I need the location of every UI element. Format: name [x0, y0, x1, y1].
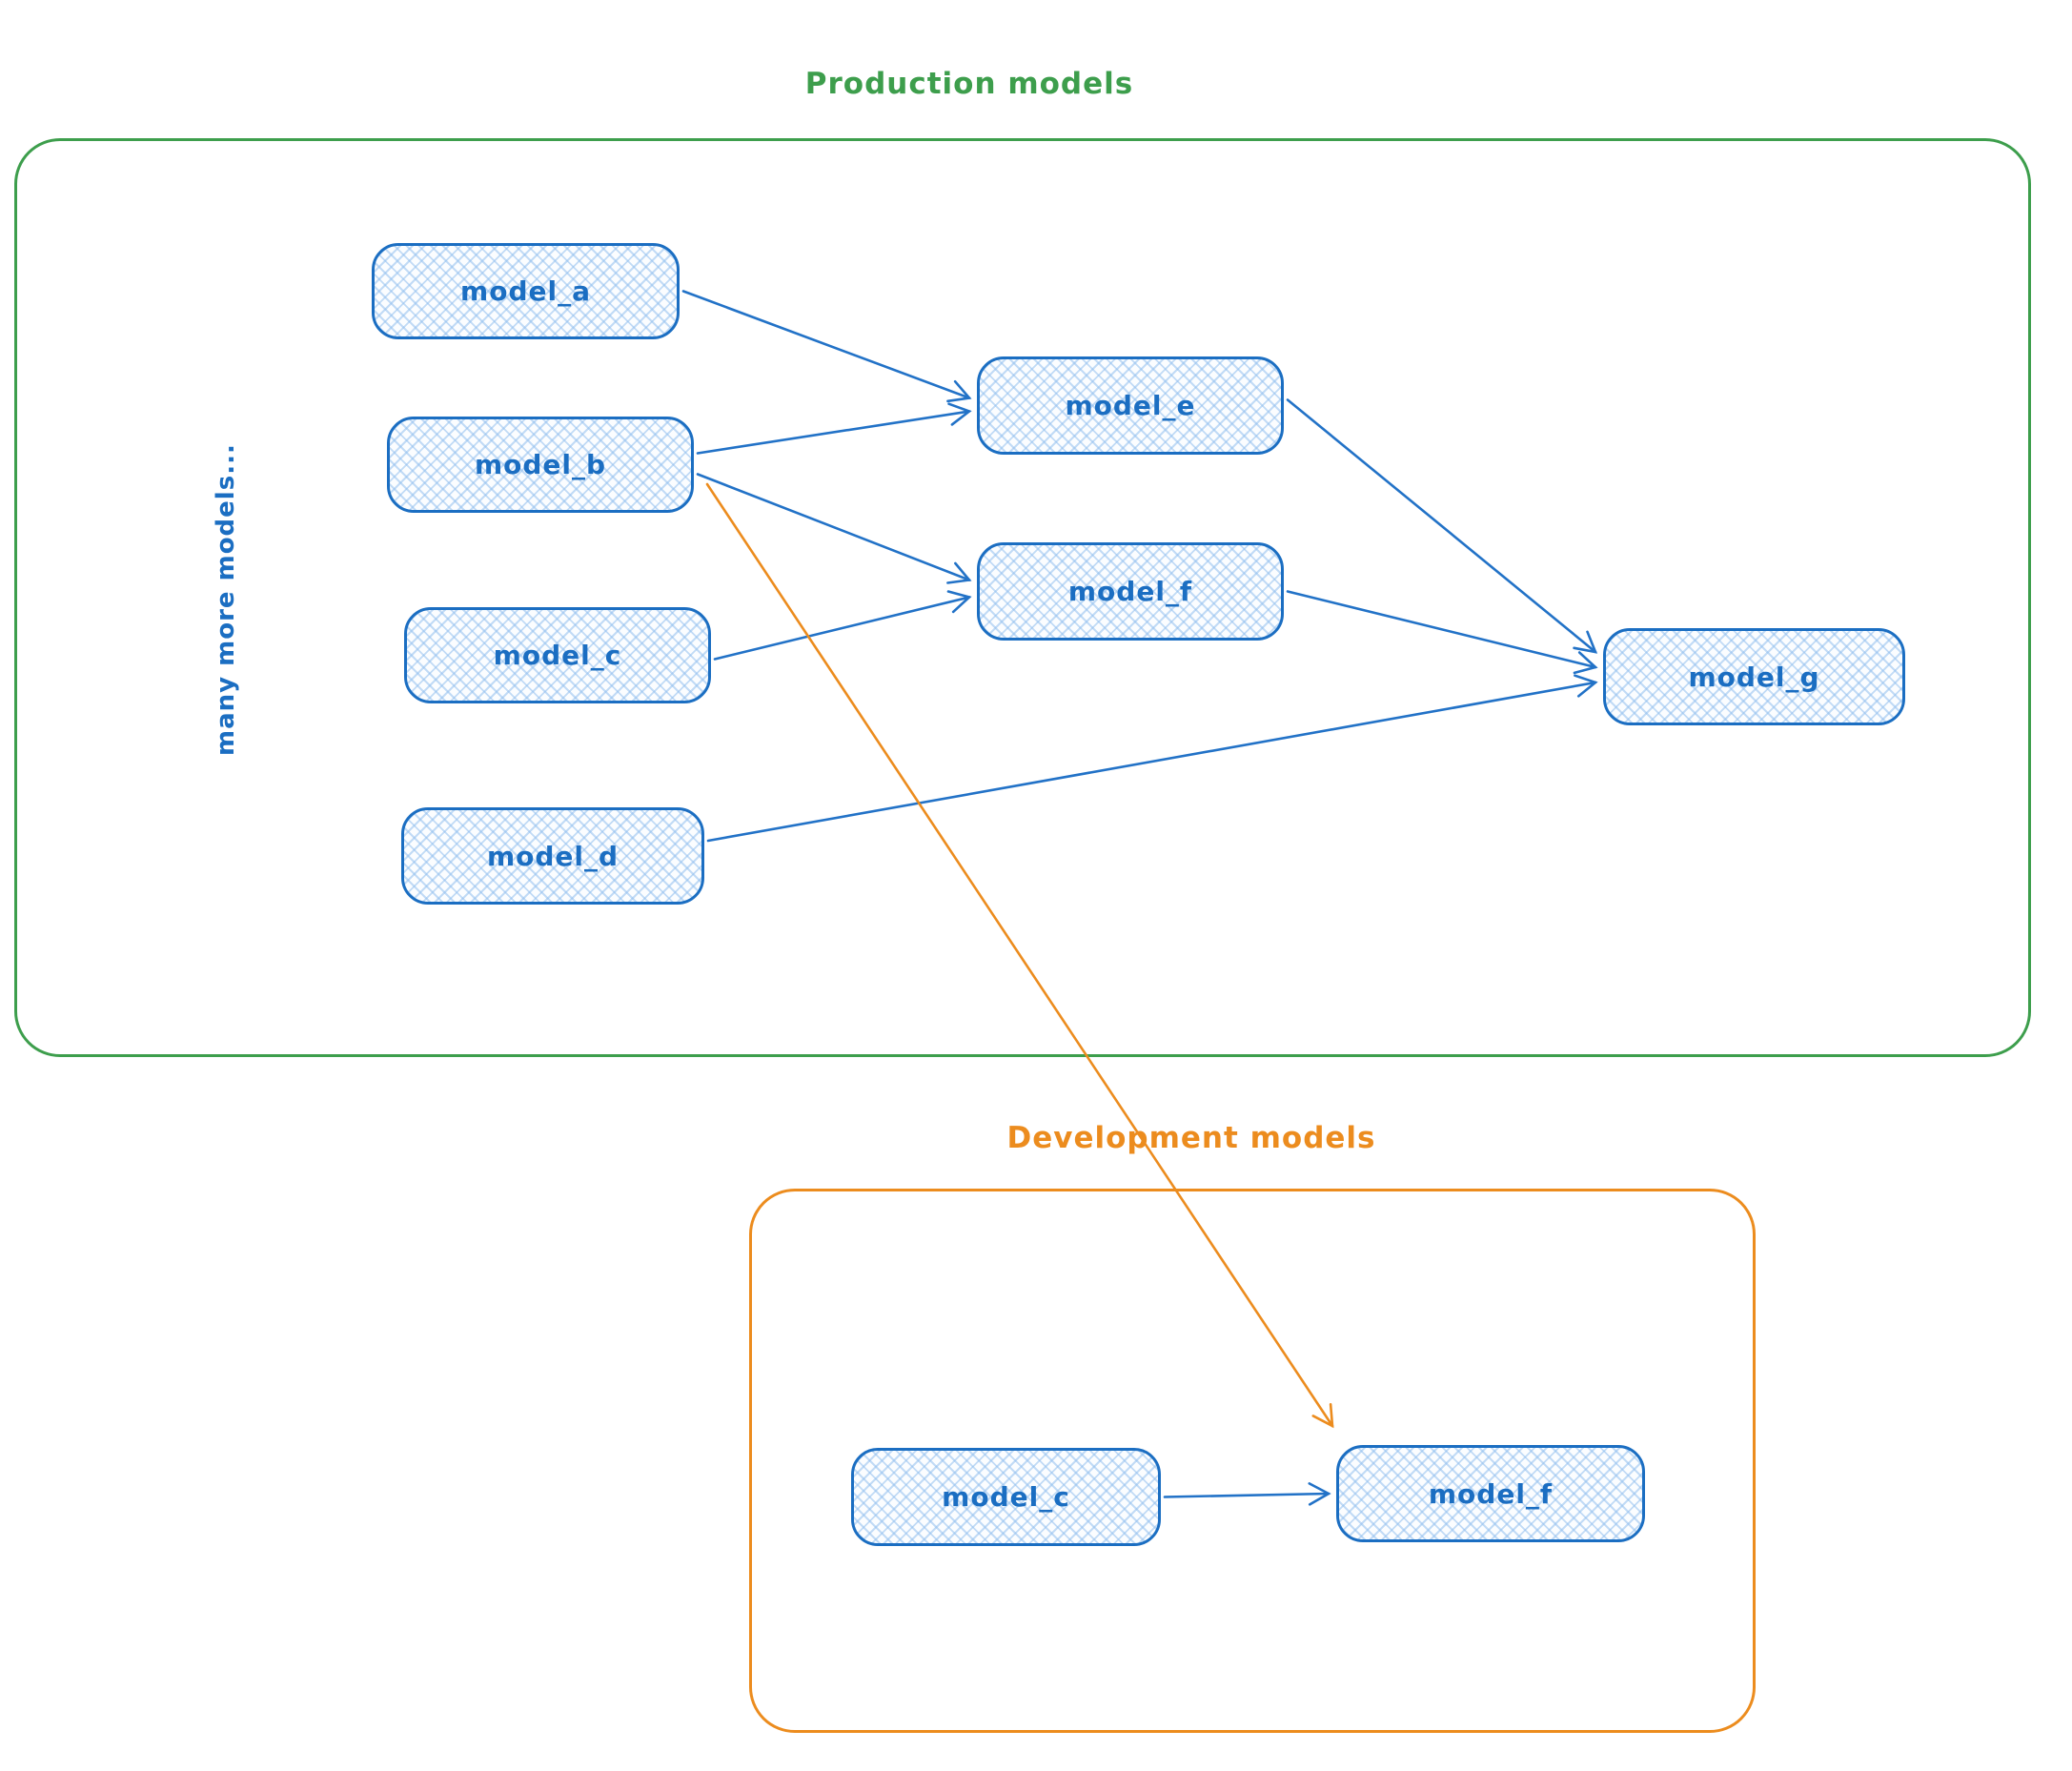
- edge-model_d-to-model_g[interactable]: [706, 674, 1598, 843]
- production-group-title: Production models: [804, 67, 1134, 101]
- edge-dev_model_c-to-dev_model_f[interactable]: [1163, 1482, 1331, 1506]
- node-model_g[interactable]: model_g: [1603, 628, 1905, 725]
- node-model_b[interactable]: model_b: [387, 417, 694, 513]
- edge-model_f-to-model_g[interactable]: [1286, 590, 1598, 675]
- development-group-title: Development models: [1006, 1121, 1376, 1155]
- edge-model_e-to-model_g[interactable]: [1286, 398, 1598, 654]
- node-model_e[interactable]: model_e: [977, 356, 1284, 455]
- node-label: model_f: [1067, 576, 1193, 607]
- node-model_a[interactable]: model_a: [372, 243, 680, 339]
- node-label: model_e: [1065, 390, 1196, 421]
- node-model_c[interactable]: model_c: [404, 607, 711, 703]
- node-dev_model_f[interactable]: model_f: [1336, 1445, 1645, 1542]
- node-label: model_d: [486, 840, 620, 872]
- edge-model_a-to-model_e[interactable]: [681, 290, 972, 403]
- node-label: model_f: [1428, 1477, 1554, 1510]
- production-group-container[interactable]: [14, 138, 2031, 1057]
- development-group-container[interactable]: [749, 1189, 1756, 1733]
- edge-model_b-to-dev_model_f[interactable]: [705, 482, 1334, 1429]
- many-more-models-label: many more models...: [212, 443, 240, 756]
- node-label: model_c: [493, 640, 622, 671]
- node-label: model_g: [1688, 661, 1820, 693]
- edge-model_b-to-model_f[interactable]: [696, 473, 972, 584]
- node-label: model_c: [942, 1481, 1070, 1513]
- node-label: model_a: [460, 275, 591, 307]
- edge-model_c-to-model_f[interactable]: [713, 590, 972, 661]
- node-model_d[interactable]: model_d: [401, 807, 704, 905]
- edge-model_b-to-model_e[interactable]: [696, 402, 972, 455]
- node-dev_model_c[interactable]: model_c: [851, 1448, 1161, 1546]
- node-model_f[interactable]: model_f: [977, 542, 1284, 641]
- node-label: model_b: [474, 449, 607, 480]
